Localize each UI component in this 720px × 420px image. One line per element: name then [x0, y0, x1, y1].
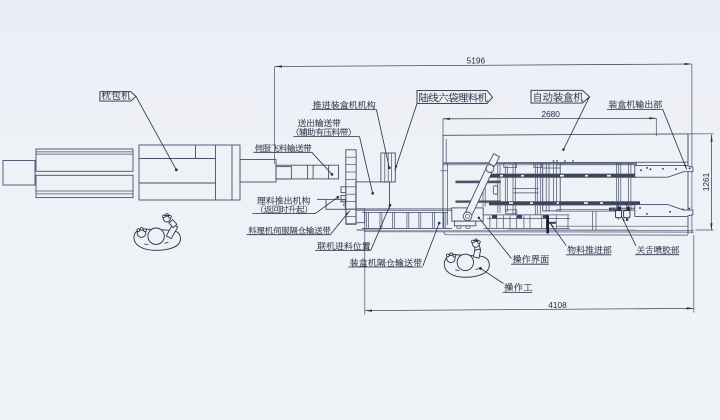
svg-text:2680: 2680	[541, 109, 560, 119]
svg-text:5196: 5196	[467, 55, 486, 65]
svg-text:4108: 4108	[548, 300, 567, 310]
svg-text:1261: 1261	[701, 172, 711, 191]
